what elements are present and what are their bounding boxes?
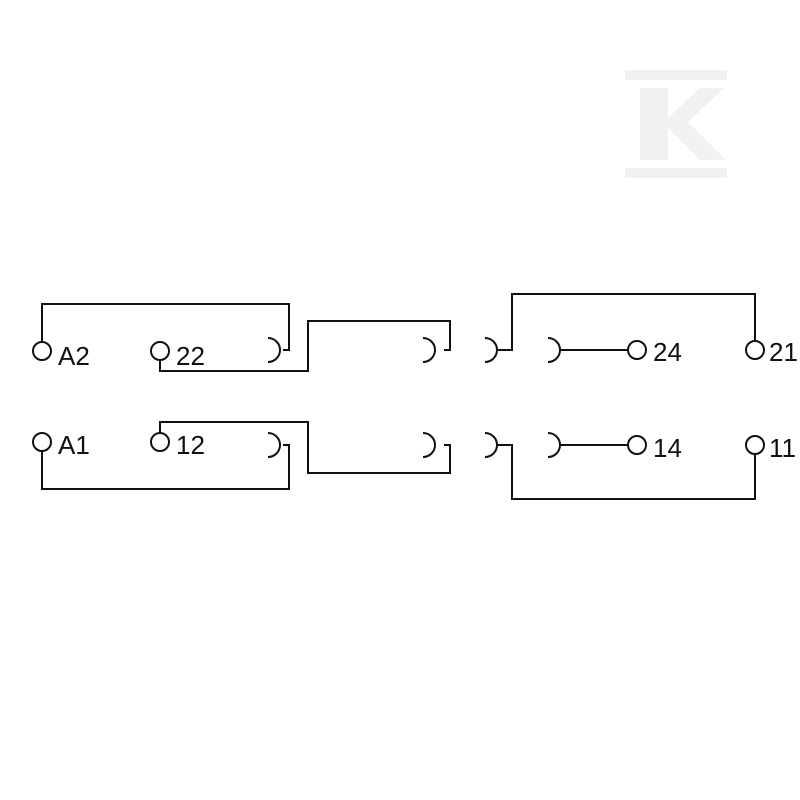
label-24: 24 <box>653 337 682 367</box>
label-14: 14 <box>653 433 682 463</box>
lower-row: A1 12 14 11 <box>32 421 796 500</box>
wire-12-link <box>159 421 451 474</box>
contact-arc-right-lower <box>547 432 561 458</box>
label-12: 12 <box>176 430 205 460</box>
terminal-11 <box>745 435 765 455</box>
contact-arc-midright-lower <box>484 432 498 458</box>
contact-arc-midright-upper <box>484 337 498 363</box>
contact-arc-midleft-lower <box>422 432 436 458</box>
wire-21-loop <box>497 293 756 351</box>
contact-arc-left-upper <box>267 337 281 363</box>
contact-arc-left-lower <box>267 432 281 458</box>
contact-arc-right-upper <box>547 337 561 363</box>
label-21: 21 <box>769 337 798 367</box>
terminal-22 <box>150 341 170 361</box>
upper-row: A2 22 24 21 <box>32 293 798 372</box>
terminal-21 <box>745 340 765 360</box>
label-a2: A2 <box>58 341 90 371</box>
label-a1: A1 <box>58 430 90 460</box>
terminal-12 <box>150 432 170 452</box>
wire-a2-loop <box>41 303 290 351</box>
watermark-logo <box>625 70 727 178</box>
label-11: 11 <box>769 433 796 463</box>
wire-11-loop <box>497 444 756 500</box>
terminal-14 <box>627 435 647 455</box>
terminal-24 <box>627 340 647 360</box>
label-22: 22 <box>176 341 205 371</box>
wire-a1-loop <box>41 444 290 490</box>
terminal-a2 <box>32 341 52 361</box>
wire-22-link <box>159 320 451 372</box>
terminal-a1 <box>32 432 52 452</box>
contact-arc-midleft-upper <box>422 337 436 363</box>
